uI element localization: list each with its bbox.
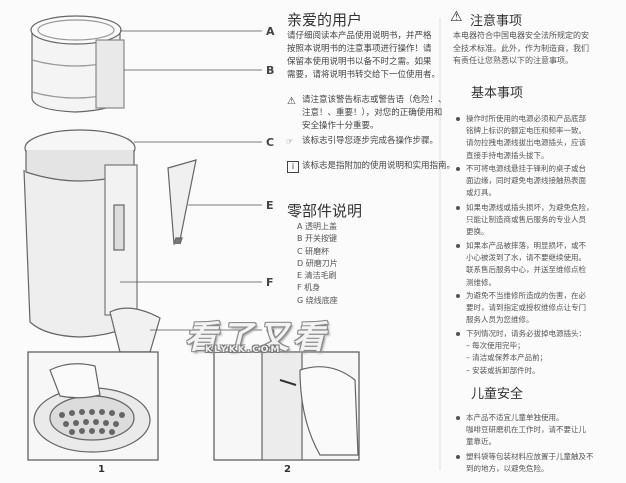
dear-user-text: 请仔细阅读本产品使用说明书，并严格 按照本说明书的注意事项进行操作！请 保留本使… — [287, 31, 441, 80]
cleaning-brush — [167, 159, 197, 246]
info-note-text: 该标志是指附加的使用说明和实用指南。 — [302, 161, 456, 171]
warning-note-text: 请注意该警告标志或警告语（危险！、 注意！、重要！），对您的正确使用和 安全操作… — [302, 95, 447, 131]
child-safety-bullet: 本产品不适宜儿童单独使用。 咖啡豆研磨机在工作时，请不要让儿 童靠近。 — [456, 412, 586, 449]
child-safety-title: 儿童安全 — [471, 387, 524, 402]
parts-list: A 透明上盖 B 开关按键 C 研磨杯 D 研磨刀片 E 清洁毛刷 F 机身 G… — [297, 221, 338, 307]
step-icon: ☞ — [286, 137, 294, 146]
basics-title: 基本事项 — [471, 86, 524, 101]
basics-bullet: 不可将电源线悬挂于锋利的桌子或台 面边缘，同时避免电源线接触热表面 或灯具。 — [456, 163, 586, 200]
switch-block — [95, 39, 125, 109]
basics-bullet: 如果本产品被摔落，明显损坏，或不 小心被泼到了水，请不要继续使用。 联系售后服务… — [456, 240, 586, 289]
child-safety-bullet: 塑料袋等包装材料应放置于儿童触及不 到的地方，以避免危险。 — [456, 451, 594, 475]
info-icon: i — [287, 161, 299, 173]
label-e: E — [266, 199, 274, 212]
label-c: C — [266, 136, 275, 149]
parts-item: B 开关按键 — [297, 234, 338, 244]
parts-item: A 透明上盖 — [297, 222, 338, 231]
caution-icon: ⚠ — [450, 9, 463, 25]
caution-text: 本电器符合中国电器安全法所规定的安 全技术标准。此外，作为制造商，我们 有责任让… — [453, 31, 589, 65]
lid-top — [30, 15, 122, 45]
step-note-text: 该标志引导您逐步完成各操作步骤。 — [302, 136, 439, 146]
watermark-logo-text: 看了又看 — [185, 318, 330, 356]
label-b: B — [266, 64, 275, 77]
basics-bullet: 如果电源线或插头损坏，为避免危险， 只能让制造商或售后服务的专业人员 更换。 — [456, 202, 594, 239]
dear-user-title: 亲爱的用户 — [287, 11, 363, 29]
label-a: A — [266, 25, 275, 38]
basics-bullet: 为避免不当维修所造成的伤害，在必 要时，请到指定或授权维修点让专门 服务人员为您… — [456, 290, 586, 327]
parts-item: G 绕线底座 — [297, 295, 338, 305]
parts-item: C 研磨杯 — [297, 246, 330, 256]
figure-2-number: 2 — [284, 464, 291, 475]
basics-bullet: 操作时所使用的电源必须和产品底部 铭牌上标识的额定电压和频率一致。 请勿拉拽电源… — [456, 113, 586, 162]
label-g: G — [266, 324, 276, 337]
label-f: F — [266, 276, 274, 289]
parts-title: 零部件说明 — [287, 202, 363, 220]
parts-item: D 研磨刀片 — [297, 258, 338, 268]
figure-1-number: 1 — [98, 464, 105, 475]
watermark-url: KLYKK.COM — [205, 345, 282, 355]
cord-base — [109, 307, 161, 353]
parts-item: F 机身 — [297, 283, 321, 293]
basics-bullet: 下列情况时，请务必拔掉电源插头： – 每次使用完毕； – 清洁或保养本产品前； … — [456, 328, 586, 377]
parts-item: E 清洁毛刷 — [297, 271, 337, 281]
warning-icon: ⚠ — [287, 96, 296, 107]
caution-title: 注意事项 — [470, 14, 523, 29]
